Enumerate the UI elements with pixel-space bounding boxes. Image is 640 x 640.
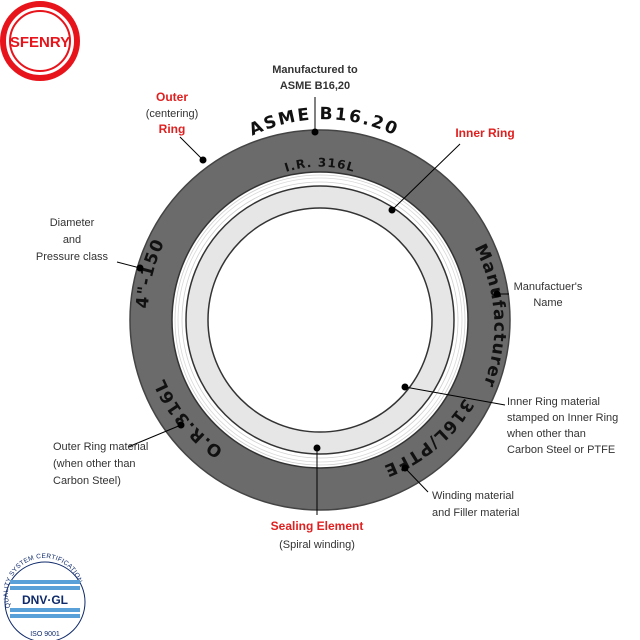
winding-line-2: [177, 177, 463, 463]
dot-sealing-element: [313, 444, 321, 452]
label-outer-ring-material-line2: (when other than: [53, 458, 136, 470]
leader-lines: [116, 97, 509, 515]
winding-line-1: [174, 174, 466, 466]
certification-badge: QUALITY SYSTEM CERTIFICATION DNV·GL ISO …: [3, 553, 86, 640]
dot-manufactured-to: [311, 128, 319, 136]
label-manufacturer-name-line1: Manufactuer's: [514, 281, 583, 293]
cert-stripe-4: [10, 614, 80, 618]
leader-inner-ring: [391, 143, 461, 211]
leader-winding-material: [404, 467, 429, 493]
cert-circle: [4, 561, 86, 640]
leader-diameter: [116, 261, 141, 269]
cert-iso-text: ISO 9001: [30, 631, 60, 638]
cert-stripe-2: [10, 586, 80, 590]
dot-manufacturer-name: [493, 290, 501, 298]
label-outer-ring-line2: (centering): [146, 108, 199, 120]
label-outer-ring-material-line1: Outer Ring material: [53, 441, 148, 453]
dot-outer-ring: [199, 156, 207, 164]
label-inner-ring: Inner Ring: [455, 126, 514, 140]
logo-ring-inner: [9, 10, 71, 72]
dot-outer-ring-material: [177, 421, 185, 429]
callout-labels: Manufactured to ASME B16,20 Outer (cente…: [36, 64, 618, 551]
label-winding-material-line1: Winding material: [432, 490, 514, 502]
dot-inner-ring-material: [401, 383, 409, 391]
cert-stripe-1: [10, 580, 80, 584]
label-diameter-line1: Diameter: [50, 217, 95, 229]
label-winding-material-line2: and Filler material: [432, 507, 519, 519]
dot-winding-material: [401, 464, 409, 472]
dot-inner-ring: [388, 206, 396, 214]
label-inner-ring-material-line2: stamped on Inner Ring: [507, 412, 618, 424]
label-inner-ring-material-line1: Inner Ring material: [507, 396, 600, 408]
dot-diameter: [136, 264, 144, 272]
sfenry-logo: SFENRY: [0, 1, 80, 81]
label-sealing-element-line1: Sealing Element: [271, 519, 364, 533]
label-sealing-element-line2: (Spiral winding): [279, 539, 355, 551]
label-outer-ring-line3: Ring: [159, 122, 186, 136]
logo-text: SFENRY: [10, 34, 70, 51]
leader-outer-ring: [179, 136, 204, 161]
inner-ring-bore: [207, 207, 433, 433]
winding-line-3: [181, 181, 459, 459]
label-manufactured-to-line1: Manufactured to: [272, 64, 358, 76]
label-manufactured-to-line2: ASME B16,20: [280, 80, 350, 92]
label-inner-ring-material-line4: Carbon Steel or PTFE: [507, 444, 615, 456]
leader-outer-ring-material: [127, 424, 182, 448]
label-diameter-line3: Pressure class: [36, 251, 109, 263]
leader-inner-ring-material: [404, 386, 506, 406]
label-inner-ring-material-line3: when other than: [506, 428, 586, 440]
gasket: [129, 129, 511, 511]
label-outer-ring-line1: Outer: [156, 90, 188, 104]
cert-stripe-3: [10, 608, 80, 612]
label-outer-ring-material-line3: Carbon Steel): [53, 475, 121, 487]
label-manufacturer-name-line2: Name: [533, 297, 562, 309]
label-diameter-line2: and: [63, 234, 81, 246]
cert-badge-text: DNV·GL: [22, 593, 68, 607]
